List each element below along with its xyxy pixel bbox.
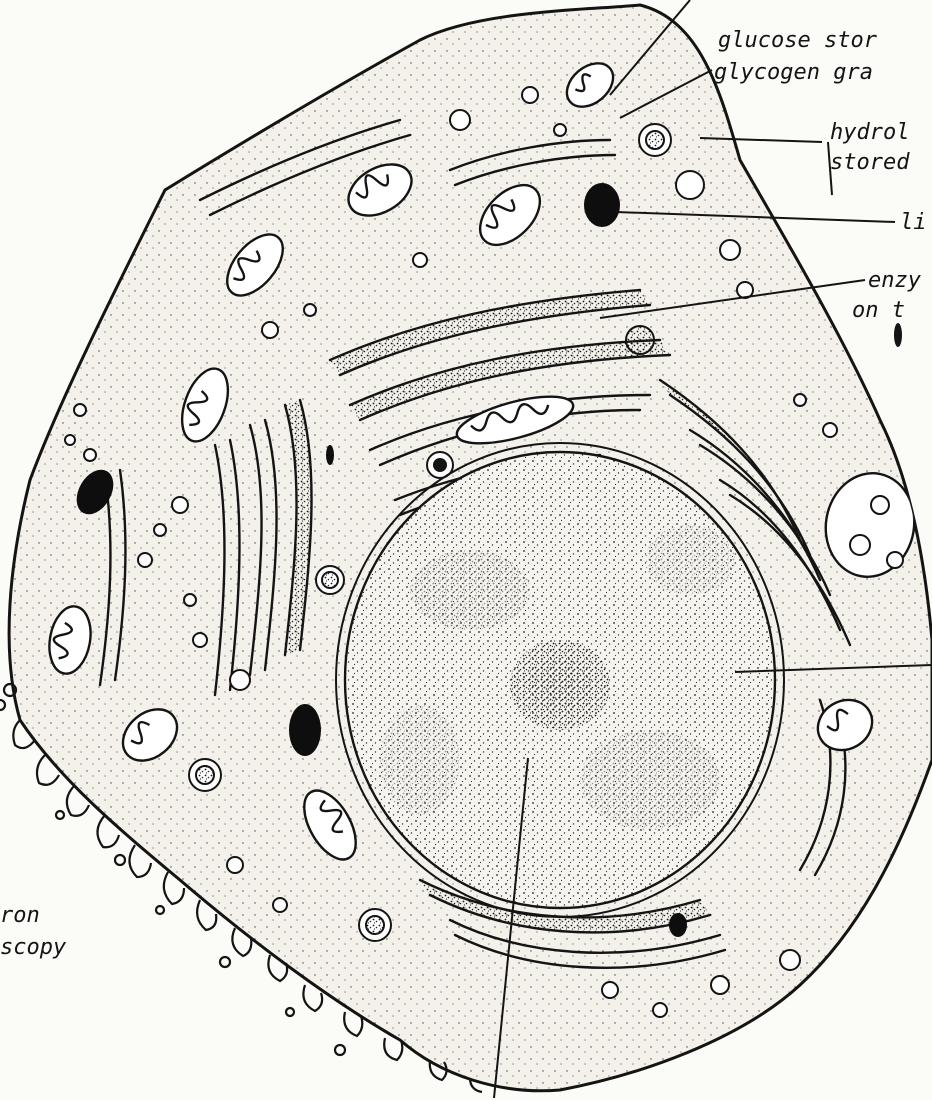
- label-on-the: on t: [852, 300, 905, 322]
- label-glycogen-granules: glycogen gra: [714, 62, 873, 84]
- label-electron: ron: [0, 905, 40, 927]
- label-stored: stored: [830, 152, 909, 174]
- label-glucose-storage: glucose stor: [718, 30, 877, 52]
- label-microscopy: scopy: [0, 937, 66, 959]
- ink-mark: [894, 323, 902, 347]
- label-lipid: li: [900, 212, 927, 234]
- label-enzymes: enzy: [868, 270, 921, 292]
- label-hydrolytic: hydrol: [830, 122, 909, 144]
- nucleolus: [510, 640, 610, 730]
